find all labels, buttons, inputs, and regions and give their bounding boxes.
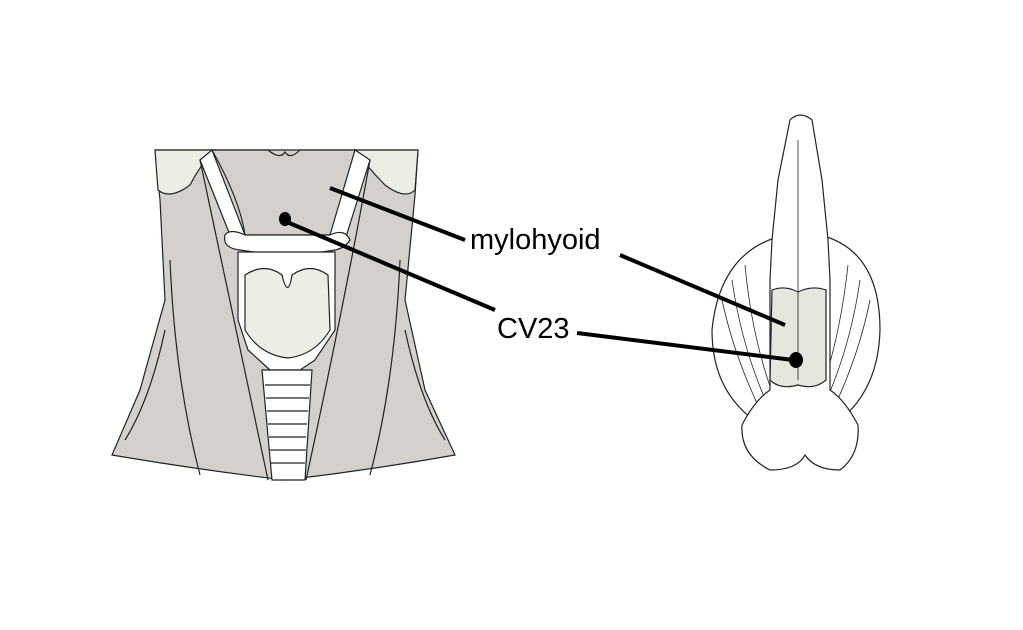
rat-skull-figure	[711, 114, 881, 471]
trachea-rings	[265, 384, 310, 464]
mylohyoid-leader-right	[619, 253, 786, 327]
cv23-point-rat	[789, 352, 803, 368]
leader-lines	[286, 186, 794, 362]
cv23-label: CV23	[497, 313, 570, 345]
thyroid-cartilage	[244, 267, 331, 359]
cv23-leader-right	[576, 331, 794, 362]
mylohyoid-label: mylohyoid	[470, 224, 601, 256]
mylohyoid-leader-left	[329, 186, 466, 242]
cv23-leader-left	[286, 220, 496, 312]
cv23-point-human	[279, 212, 291, 226]
neck-muscle-lines	[124, 159, 446, 481]
human-neck-figure	[111, 149, 456, 481]
